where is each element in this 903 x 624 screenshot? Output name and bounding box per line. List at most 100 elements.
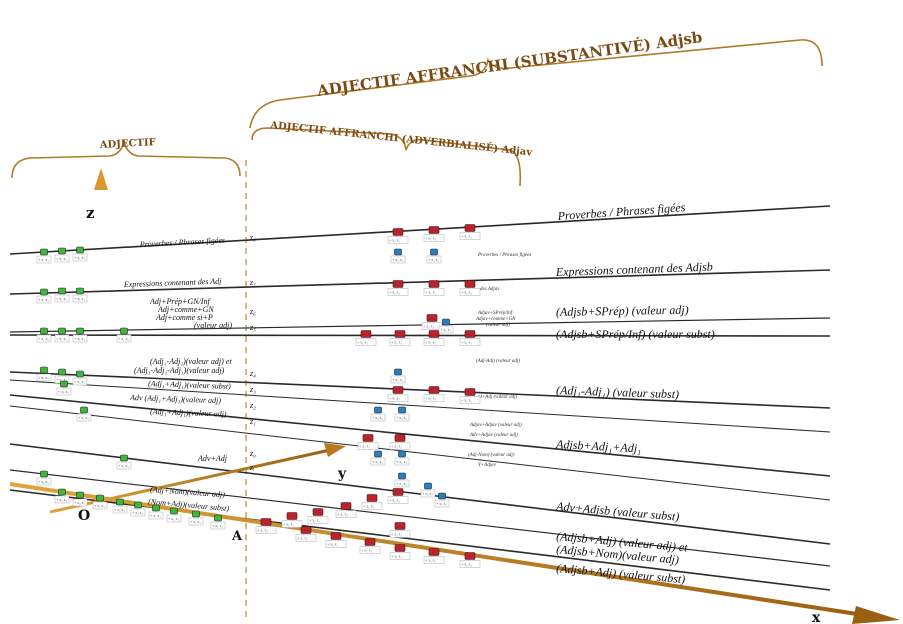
right-label: (Adjsb+SPrép/Inf) (valeur subst) (556, 327, 715, 341)
level-line-sprep (9, 317, 831, 333)
node-caption: + x₁ z₁ (461, 562, 472, 567)
left-label: Adj+Prép+GN/Inf (149, 297, 211, 306)
node-caption: + x₁ z₁ (389, 498, 400, 503)
node-red: + x₁ z₁ (355, 330, 377, 346)
node-caption: + x₁ z₁ (425, 236, 436, 241)
node-caption: + x₁ z₁ (257, 528, 268, 533)
tiny-label: pl+Adj (valeur adj) (477, 395, 518, 400)
axis-label-z: z (86, 204, 95, 222)
level-lines (9, 205, 831, 591)
node-caption: + x₁ z₁ (297, 536, 308, 541)
y-axis (49, 448, 331, 514)
node-green: + x₁ z₁ (116, 454, 132, 470)
node-blue: + x₁ z₁ (370, 406, 386, 422)
node-caption: + x₁ z₁ (361, 548, 372, 553)
node-red: + x₁ z₁ (423, 386, 445, 402)
node-blue: + x₁ z₁ (420, 482, 436, 498)
node-red: + x₁ z₁ (459, 280, 481, 296)
node-green: + x₁ z₁ (188, 510, 204, 526)
left-label: (valeur adj) (194, 321, 232, 330)
left-label: (Adj₁+Adj₁)(valeur adj) (150, 407, 227, 419)
node-caption: + x₁ z₁ (425, 396, 436, 401)
node-caption: + x₁ z₁ (396, 481, 407, 486)
node-green: + x₁ z₁ (112, 498, 128, 514)
node-caption: + x₁ z₁ (74, 500, 85, 505)
header-substantive: ADJECTIF AFFRANCHI (SUBSTANTIVÉ) Adjsb (315, 28, 703, 100)
node-caption: + x₁ z₁ (425, 558, 436, 563)
node-green: + x₁ z₁ (54, 287, 70, 303)
node-caption: + x₁ z₁ (38, 479, 49, 484)
node-caption: + x₁ z₁ (190, 519, 201, 524)
node-caption: + x₁ z₁ (56, 296, 67, 301)
node-caption: + x₁ z₁ (38, 257, 49, 262)
node-caption: + x₁ z₁ (389, 396, 400, 401)
node-caption: + x₁ z₁ (363, 504, 374, 509)
node-caption: + x₁ z₁ (58, 389, 69, 394)
node-caption: + x₁ z₁ (461, 234, 472, 239)
node-green: + x₁ z₁ (54, 247, 70, 263)
node-red: + x₁ z₁ (423, 280, 445, 296)
right-label: (Adj₁-Adj₁) (valeur subst) (556, 383, 679, 401)
node-blue: + x₁ z₁ (390, 248, 406, 264)
node-green: + x₁ z₁ (36, 327, 52, 343)
node-red: + x₁ z₁ (359, 538, 381, 554)
node-blue: + x₁ z₁ (390, 368, 406, 384)
node-red: + x₁ z₁ (307, 508, 329, 524)
node-green: + x₁ z₁ (72, 491, 88, 507)
node-green: + x₁ z₁ (36, 288, 52, 304)
node-caption: + x₁ z₁ (461, 398, 472, 403)
left-label: (Adj₁-Adj₁-Adj₁)(valeur adj) (134, 366, 225, 375)
left-label: (Adj₁+Adj₁)(valeur subst) (148, 379, 231, 391)
tiny-label: Proverbes / Phrases figées (477, 253, 531, 258)
level-line-adj-adj-1 (9, 371, 831, 409)
node-caption: + x₁ z₁ (74, 379, 85, 384)
node-red: + x₁ z₁ (387, 386, 409, 402)
node-caption: + x₁ z₁ (423, 324, 434, 329)
node-red: + x₁ z₁ (387, 488, 409, 504)
node-green: + x₁ z₁ (72, 287, 88, 303)
level-line-adjsb-adj (9, 469, 831, 567)
brace-substantive (249, 39, 823, 129)
node-caption: + x₁ z₁ (56, 377, 67, 382)
node-caption: + x₁ z₁ (132, 510, 143, 515)
level-line-adv-adj (9, 394, 831, 477)
node-caption: + x₁ z₁ (337, 512, 348, 517)
z-axis-arrowhead (94, 168, 108, 190)
node-blue: + x₁ z₁ (438, 318, 454, 334)
node-caption: + x₁ z₁ (391, 532, 402, 537)
node-blue: + x₁ z₁ (426, 248, 442, 264)
node-caption: + x₁ z₁ (283, 522, 294, 527)
node-caption: + x₁ z₁ (440, 327, 451, 332)
node-blue: + x₁ z₁ (394, 450, 410, 466)
node-red: + x₁ z₁ (295, 526, 317, 542)
node-blue: + x₁ z₁ (394, 472, 410, 488)
tiny-label: Adjav+comme+GN (475, 317, 516, 322)
node-caption: + x₁ z₁ (425, 340, 436, 345)
node-caption: + x₁ z₁ (372, 459, 383, 464)
node-green: + x₁ z₁ (54, 488, 70, 504)
node-caption: + x₁ z₁ (389, 238, 400, 243)
node-red: + x₁ z₁ (459, 224, 481, 240)
node-green: + x₁ z₁ (148, 504, 164, 520)
node-caption: + x₁ z₁ (38, 297, 49, 302)
node-caption: + x₁ z₁ (38, 375, 49, 380)
node-red: + x₁ z₁ (281, 512, 303, 528)
node-caption: + x₁ z₁ (118, 336, 129, 341)
node-caption: + x₁ z₁ (78, 415, 89, 420)
node-green: + x₁ z₁ (36, 470, 52, 486)
node-green: + x₁ z₁ (72, 327, 88, 343)
header-adjectif: ADJECTIF (99, 137, 156, 151)
node-red: + x₁ z₁ (389, 544, 411, 560)
node-red: + x₁ z₁ (459, 552, 481, 568)
node-caption: + x₁ z₁ (436, 501, 447, 506)
node-red: + x₁ z₁ (389, 434, 411, 450)
y-axis-arrowhead (324, 443, 346, 457)
left-label: Expressions contenant des Adj (123, 277, 223, 289)
node-caption: + x₁ z₁ (391, 554, 402, 559)
tiny-labels: Proverbes / Phrases figées des Adjav Adj… (468, 253, 531, 468)
z-label: z₂ (249, 401, 256, 410)
right-label: Proverbes / Phrases figées (556, 200, 686, 223)
node-red: + x₁ z₁ (387, 228, 409, 244)
left-label: Adv+Adj (197, 454, 228, 463)
